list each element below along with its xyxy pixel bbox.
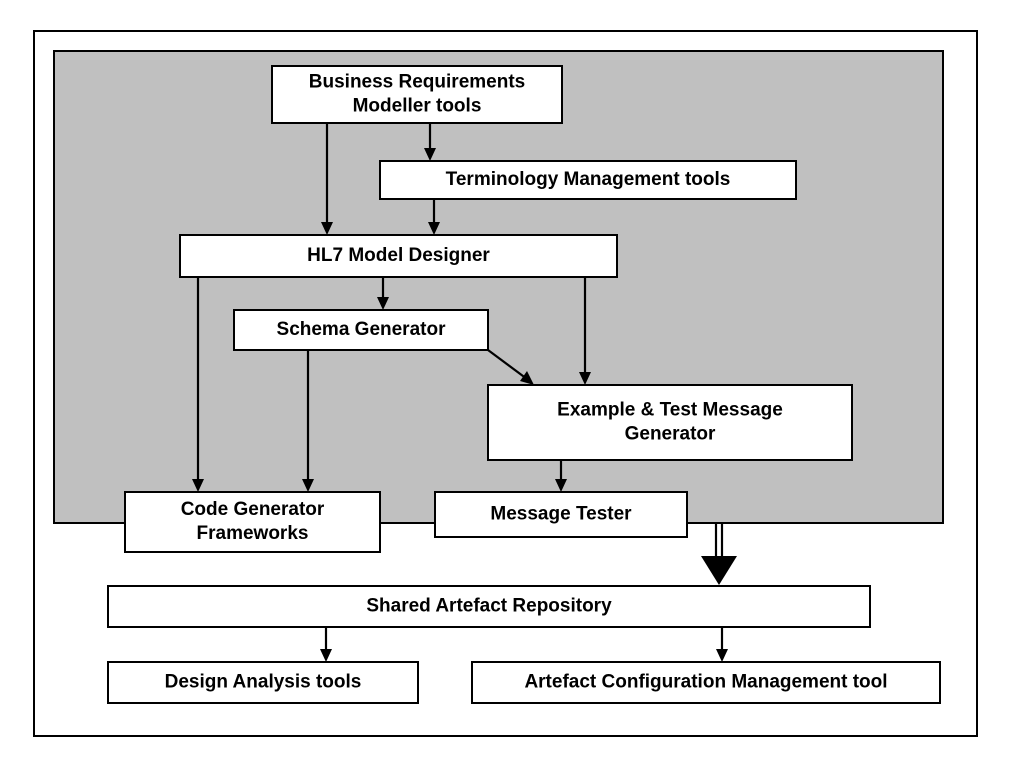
node-box-message-tester (434, 491, 688, 538)
node-box-design-analysis-tools (107, 661, 419, 704)
node-label-line: Schema Generator (277, 319, 447, 340)
node-box-artefact-configuration-management-tool (471, 661, 941, 704)
node-label-line: Shared Artefact Repository (366, 596, 612, 617)
edge-hl7-to-schema-generator (377, 277, 389, 310)
node-label-line: Message Tester (490, 504, 632, 525)
node-label-design-analysis-tools: Design Analysis tools (165, 672, 362, 693)
node-label-line: Code Generator (181, 499, 325, 520)
edge-schema-generator-to-code-generator (302, 350, 314, 492)
node-hl7-model-designer[interactable]: HL7 Model Designer (179, 234, 618, 278)
node-box-business-requirements-modeller-tools (271, 65, 563, 124)
node-box-example-test-message-generator (487, 384, 853, 461)
node-design-analysis-tools[interactable]: Design Analysis tools (107, 661, 419, 704)
node-label-line: Modeller tools (353, 96, 482, 117)
node-box-hl7-model-designer (179, 234, 618, 278)
edge-message-tester-to-shared-artefact-repository (701, 523, 737, 585)
node-box-terminology-management-tools (379, 160, 797, 200)
node-label-line: Terminology Management tools (446, 169, 731, 190)
edge-layer (192, 123, 737, 662)
edge-hl7-to-code-generator (192, 277, 204, 492)
node-box-schema-generator (233, 309, 489, 351)
node-label-line: Design Analysis tools (165, 672, 362, 693)
node-label-schema-generator: Schema Generator (277, 319, 447, 340)
node-label-line: Example & Test Message (557, 400, 783, 421)
node-label-line: HL7 Model Designer (307, 245, 490, 266)
edge-business-requirements-to-hl7 (321, 123, 333, 235)
node-label-line: Generator (625, 424, 716, 445)
edge-shared-artefact-repository-to-artefact-config-mgmt (716, 627, 728, 662)
node-box-shared-artefact-repository (107, 585, 871, 628)
edge-terminology-to-hl7 (428, 199, 440, 235)
node-box-code-generator-frameworks (124, 491, 381, 553)
node-label-shared-artefact-repository: Shared Artefact Repository (366, 596, 612, 617)
node-label-line: Artefact Configuration Management tool (524, 672, 887, 693)
node-label-message-tester: Message Tester (490, 504, 632, 525)
node-label-hl7-model-designer: HL7 Model Designer (307, 245, 490, 266)
edge-hl7-to-example-test-message-generator (579, 277, 591, 385)
node-message-tester[interactable]: Message Tester (434, 491, 688, 538)
edge-schema-generator-to-example-test-message-generator (487, 349, 534, 385)
edge-business-requirements-to-terminology (424, 123, 436, 161)
node-schema-generator[interactable]: Schema Generator (233, 309, 489, 351)
node-artefact-configuration-management-tool[interactable]: Artefact Configuration Management tool (471, 661, 941, 704)
node-label-terminology-management-tools: Terminology Management tools (446, 169, 731, 190)
node-label-line: Business Requirements (309, 72, 525, 93)
edge-shared-artefact-repository-to-design-analysis (320, 627, 332, 662)
node-terminology-management-tools[interactable]: Terminology Management tools (379, 160, 797, 200)
edge-example-test-message-generator-to-message-tester (555, 460, 567, 492)
node-shared-artefact-repository[interactable]: Shared Artefact Repository (107, 585, 871, 628)
node-label-line: Frameworks (197, 523, 309, 544)
node-label-artefact-configuration-management-tool: Artefact Configuration Management tool (524, 672, 887, 693)
